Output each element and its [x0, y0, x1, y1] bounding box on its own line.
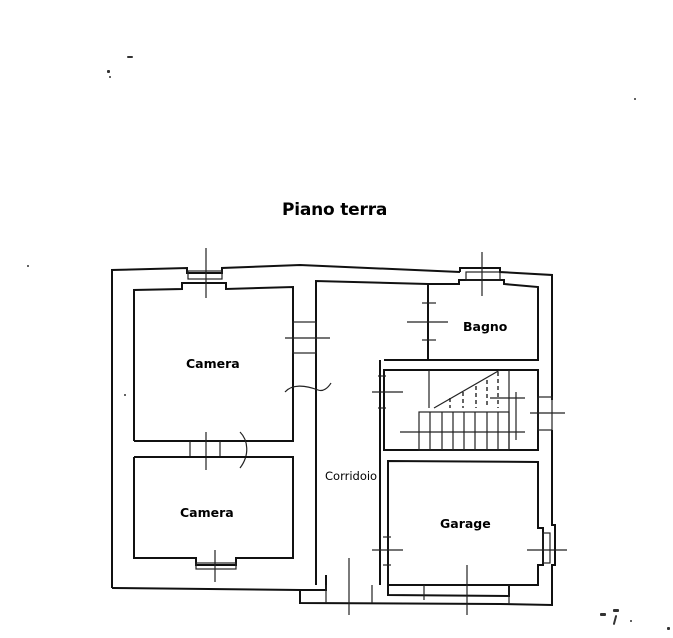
interior-door-cameras	[189, 431, 248, 470]
scan-speck	[667, 627, 670, 630]
corridoio-walls	[284, 279, 429, 615]
scan-speck	[107, 70, 110, 73]
room-label-corridoio: Corridoio	[325, 469, 378, 483]
scan-speck	[127, 56, 133, 58]
scan-speck	[634, 98, 636, 100]
outer-walls	[111, 263, 556, 607]
scan-speck	[109, 76, 111, 78]
room-label-camera-1: Camera	[186, 356, 240, 371]
scan-speck	[27, 265, 29, 267]
camera-1-walls	[133, 248, 294, 442]
room-label-garage: Garage	[440, 516, 491, 531]
staircase	[372, 360, 565, 585]
room-label-bagno: Bagno	[463, 319, 508, 334]
scan-speck	[600, 613, 606, 616]
scan-speck	[613, 609, 619, 612]
floor-plan-title: Piano terra	[282, 200, 388, 220]
garage-walls	[372, 459, 567, 615]
camera-2-walls	[133, 456, 294, 582]
bagno-walls	[384, 252, 539, 361]
scan-speck	[630, 620, 632, 622]
room-label-camera-2: Camera	[180, 505, 234, 520]
scan-speck	[124, 394, 126, 396]
